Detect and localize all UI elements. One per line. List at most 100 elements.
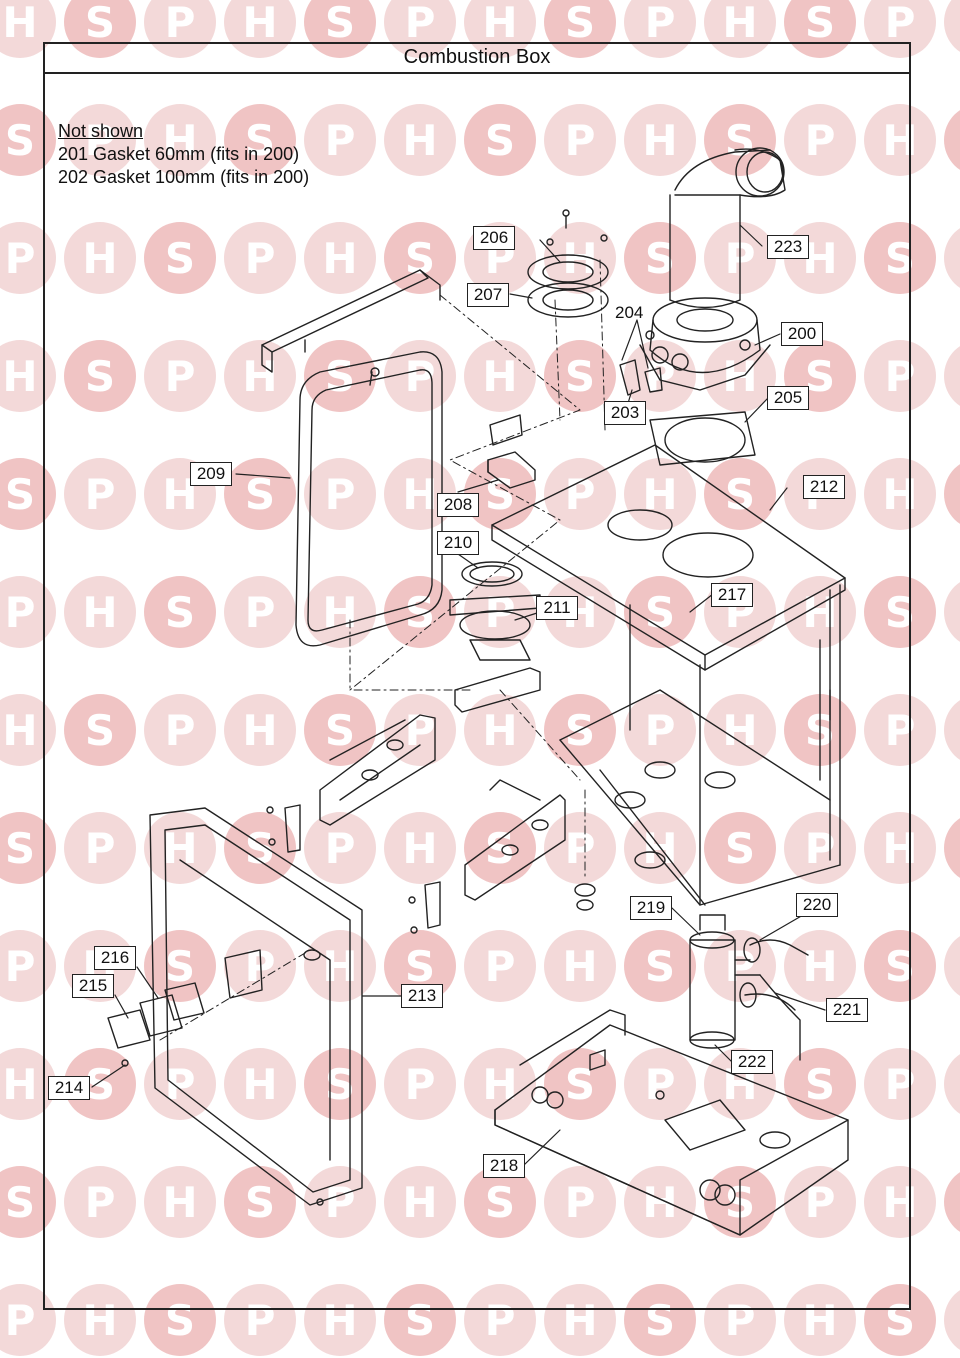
- watermark-circle: [0, 930, 56, 1002]
- watermark-circle: [864, 812, 936, 884]
- watermark-letter: S: [405, 588, 435, 637]
- watermark-circle: [944, 700, 960, 760]
- watermark-circle: [544, 340, 616, 412]
- watermark-circle: [784, 1166, 856, 1238]
- watermark-circle: [0, 458, 56, 530]
- watermark-circle: [864, 576, 936, 648]
- watermark-letter: P: [885, 0, 916, 47]
- watermark-circle: [704, 930, 776, 1002]
- watermark-circle: [944, 464, 960, 524]
- watermark-letter: P: [805, 116, 836, 165]
- notes-heading: Not shown: [58, 121, 144, 141]
- watermark-circle: [944, 346, 960, 406]
- watermark-letter: S: [485, 116, 515, 165]
- label-204: 204: [615, 303, 644, 322]
- label-208: 208: [437, 493, 479, 517]
- watermark-letter: P: [165, 0, 196, 47]
- watermark-circle: [624, 104, 696, 176]
- watermark-circle: [544, 812, 616, 884]
- watermark-letter: H: [642, 1178, 677, 1227]
- watermark-letter: S: [5, 1178, 35, 1227]
- watermark-letter: S: [405, 942, 435, 991]
- watermark-circle: [944, 936, 960, 996]
- watermark-letter: P: [245, 588, 276, 637]
- watermark-letter: S: [325, 0, 355, 47]
- watermark-letter: H: [242, 706, 277, 755]
- watermark-circle: [0, 222, 56, 294]
- watermark-letter: P: [485, 1296, 516, 1345]
- watermark-letter: H: [322, 234, 357, 283]
- watermark-circle: [144, 812, 216, 884]
- watermark-circle: [64, 1284, 136, 1356]
- watermark-letter: H: [802, 942, 837, 991]
- part-218-base-tray: [494, 1009, 849, 1236]
- watermark-letter: P: [645, 0, 676, 47]
- watermark-letter: H: [802, 588, 837, 637]
- watermark-letter: P: [325, 824, 356, 873]
- label-212: 212: [803, 475, 845, 499]
- watermark-letter: P: [645, 706, 676, 755]
- watermark-letter: H: [162, 1178, 197, 1227]
- watermark-letter: S: [245, 116, 275, 165]
- watermark-circle: [224, 812, 296, 884]
- watermark-circle: [144, 222, 216, 294]
- watermark-circle: [864, 694, 936, 766]
- watermark-circle: [0, 694, 56, 766]
- watermark-circle: [464, 1048, 536, 1120]
- label-211: 211: [536, 596, 578, 620]
- watermark-circle: [0, 576, 56, 648]
- watermark-letter: P: [405, 1060, 436, 1109]
- watermark-circle: [544, 930, 616, 1002]
- watermark-circle: [624, 222, 696, 294]
- watermark-circle: [624, 1284, 696, 1356]
- label-220: 220: [796, 893, 838, 917]
- watermark-letter: S: [805, 1060, 835, 1109]
- watermark-letter: S: [5, 470, 35, 519]
- watermark-letter: S: [245, 470, 275, 519]
- watermark-circle: [944, 1054, 960, 1114]
- label-207: 207: [467, 283, 509, 307]
- watermark-circle: [224, 1048, 296, 1120]
- watermark-letter: H: [2, 352, 37, 401]
- watermark-circle: [864, 1166, 936, 1238]
- watermark-letter: P: [565, 1178, 596, 1227]
- label-223: 223: [767, 235, 809, 259]
- watermark-letter: H: [162, 824, 197, 873]
- watermark-letter: H: [242, 1060, 277, 1109]
- watermark-letter: P: [645, 1060, 676, 1109]
- watermark-circle: [304, 694, 376, 766]
- watermark-circle: [704, 104, 776, 176]
- watermark-circle: [304, 340, 376, 412]
- watermark-letter: H: [882, 824, 917, 873]
- watermark-letter: P: [725, 1296, 756, 1345]
- watermark-letter: P: [565, 824, 596, 873]
- watermark-letter: S: [485, 1178, 515, 1227]
- part-210-ring: [461, 561, 523, 587]
- label-200: 200: [781, 322, 823, 346]
- watermark-letter: S: [485, 470, 515, 519]
- watermark-circle: [464, 812, 536, 884]
- label-213: 213: [401, 984, 443, 1008]
- watermark-letter: H: [2, 1060, 37, 1109]
- watermark-circle: [464, 1284, 536, 1356]
- watermark-circle: [704, 458, 776, 530]
- watermark-circle: [144, 1166, 216, 1238]
- watermark-letter: H: [482, 352, 517, 401]
- watermark-circle: [0, 1166, 56, 1238]
- watermark-circle: [64, 1048, 136, 1120]
- watermark-circle: [304, 812, 376, 884]
- watermark-circle: [624, 1048, 696, 1120]
- label-203: 203: [604, 401, 646, 425]
- watermark-letter: H: [402, 824, 437, 873]
- watermark-letter: S: [85, 706, 115, 755]
- watermark-circle: [144, 340, 216, 412]
- watermark-circle: [224, 694, 296, 766]
- part-212-combustion-box: [491, 444, 846, 906]
- watermark-letter: P: [165, 352, 196, 401]
- watermark-circle: [864, 104, 936, 176]
- watermark-letter: H: [482, 0, 517, 47]
- diagram-frame: [43, 42, 911, 1310]
- watermark-circle: [544, 458, 616, 530]
- watermark-letter: H: [882, 1178, 917, 1227]
